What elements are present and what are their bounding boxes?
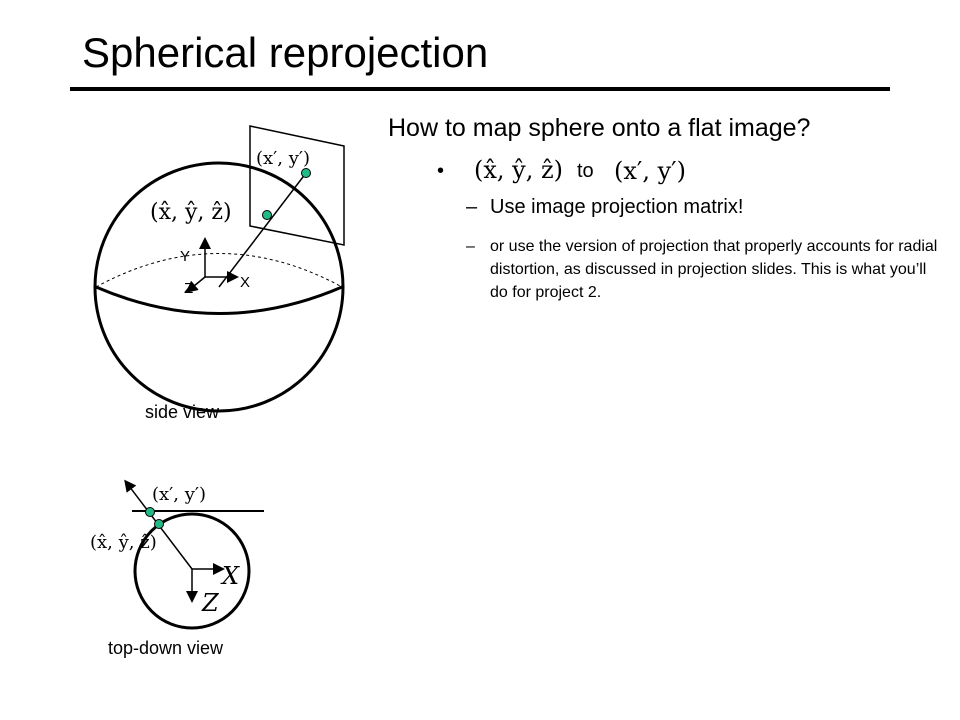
slide-title: Spherical reprojection (82, 29, 489, 76)
x-axis-label: X (240, 274, 250, 291)
top-circle (133, 512, 251, 630)
side-view-caption: side view (145, 402, 220, 422)
y-axis-label: Y (180, 248, 190, 265)
image-point-label: (x′, y′) (256, 148, 310, 169)
z-axis-arrow (185, 276, 206, 293)
top-z-axis-label: Z (201, 589, 220, 617)
equator-back (95, 253, 343, 288)
top-down-view-caption: top-down view (108, 638, 224, 658)
subpoint-projection-matrix: – Use image projection matrix! (466, 196, 743, 219)
image-plane (249, 125, 345, 246)
equator-front (95, 285, 343, 315)
bullet-to-word: to (577, 160, 594, 182)
subpoint-text: or use the version of projection that pr… (490, 238, 938, 301)
z-axis-label: Z (184, 280, 193, 297)
top-image-point (145, 507, 155, 517)
image-point (301, 168, 311, 178)
subpoint-radial-distortion: – or use the version of projection that … (466, 235, 941, 304)
title-underline (70, 87, 890, 91)
sphere (93, 161, 345, 413)
top-x-axis-label: X (220, 562, 240, 590)
dash-mark: – (466, 238, 475, 255)
sphere-point-label: (x̂, ŷ, ẑ) (150, 200, 232, 225)
dash-mark: – (466, 196, 478, 218)
top-sphere-point-label: (x̂, ŷ, ẑ) (90, 532, 157, 553)
bullet-mark: • (437, 160, 445, 182)
top-image-point-label: (x′, y′) (152, 484, 206, 505)
to-coordinates: (x′, y′) (614, 157, 686, 185)
from-coordinates: (x̂, ŷ, ẑ) (474, 156, 563, 184)
subpoint-text: Use image projection matrix! (490, 196, 744, 218)
projection-ray (218, 172, 307, 288)
sphere-point (262, 210, 272, 220)
main-question: How to map sphere onto a flat image? (388, 114, 811, 142)
top-sphere-point (154, 519, 164, 529)
